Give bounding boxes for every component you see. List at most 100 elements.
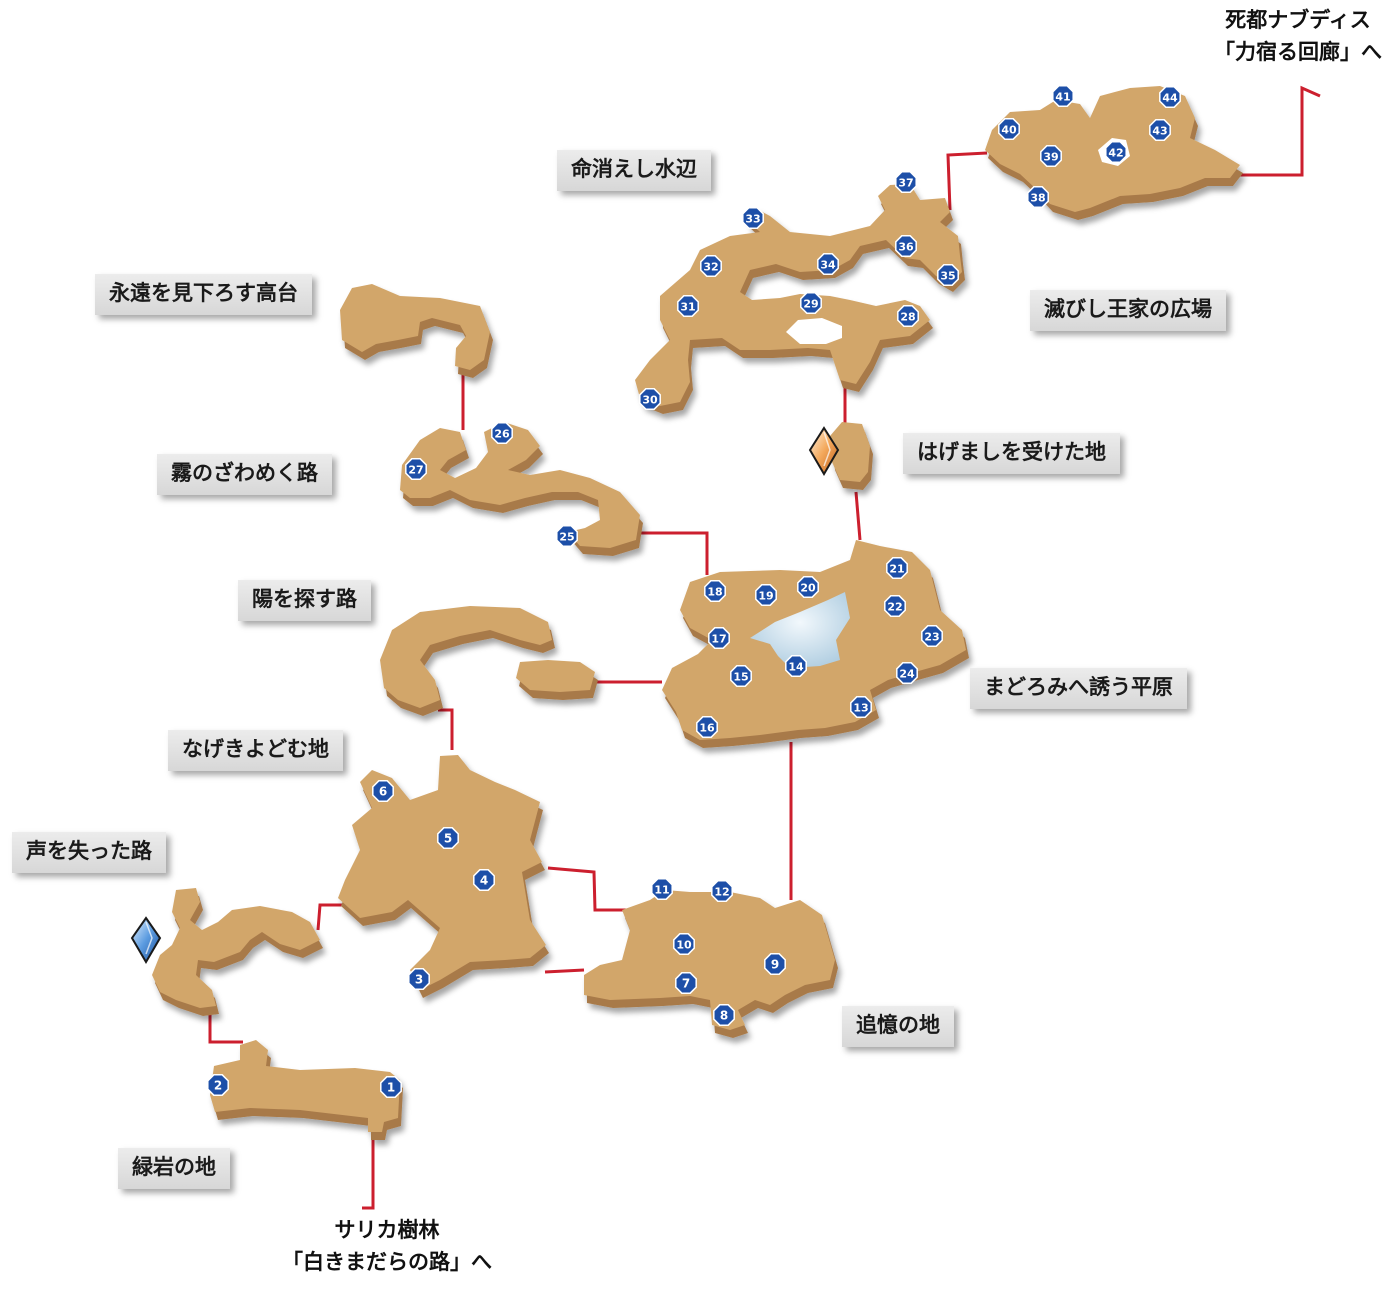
point-marker-44[interactable]: 44	[1159, 86, 1181, 108]
marker-number: 30	[642, 394, 658, 407]
marker-badge	[1027, 186, 1049, 208]
point-marker-1[interactable]: 1	[380, 1076, 402, 1098]
point-marker-32[interactable]: 32	[700, 255, 722, 277]
marker-badge	[708, 627, 730, 649]
marker-number: 17	[711, 633, 726, 646]
point-marker-3[interactable]: 3	[408, 968, 430, 990]
point-marker-40[interactable]: 40	[998, 118, 1020, 140]
point-marker-6[interactable]: 6	[372, 780, 394, 802]
route-41-44-to-33-37	[946, 151, 988, 211]
terrain-green-rock	[210, 1040, 403, 1140]
terrain-eternal-highland	[340, 284, 493, 378]
point-marker-17[interactable]: 17	[708, 627, 730, 649]
point-marker-11[interactable]: 11	[651, 878, 673, 900]
point-marker-29[interactable]: 29	[800, 292, 822, 314]
point-marker-2[interactable]: 2	[207, 1074, 229, 1096]
point-marker-39[interactable]: 39	[1040, 145, 1062, 167]
point-marker-16[interactable]: 16	[696, 716, 718, 738]
point-marker-43[interactable]: 43	[1149, 119, 1171, 141]
point-marker-33[interactable]: 33	[742, 207, 764, 229]
marker-badge	[1149, 119, 1171, 141]
marker-number: 26	[494, 428, 510, 441]
marker-badge	[817, 253, 839, 275]
area-label-fog-road: 霧のざわめく路	[157, 454, 332, 495]
marker-badge	[700, 255, 722, 277]
point-marker-12[interactable]: 12	[711, 880, 733, 902]
marker-badge	[372, 780, 394, 802]
marker-number: 23	[924, 631, 939, 644]
point-marker-14[interactable]: 14	[785, 655, 807, 677]
marker-badge	[556, 525, 578, 547]
marker-number: 9	[771, 958, 779, 972]
terrain-voice-lost-road	[152, 888, 323, 1016]
route-voice-to-sorrow	[316, 903, 345, 931]
area-label-encouraged-land: はげましを受けた地	[903, 433, 1120, 474]
marker-badge	[711, 880, 733, 902]
point-marker-38[interactable]: 38	[1027, 186, 1049, 208]
marker-number: 15	[733, 671, 748, 684]
point-marker-36[interactable]: 36	[895, 235, 917, 257]
marker-badge	[998, 118, 1020, 140]
point-marker-23[interactable]: 23	[921, 625, 943, 647]
point-marker-35[interactable]: 35	[937, 264, 959, 286]
point-marker-10[interactable]: 10	[673, 933, 695, 955]
point-marker-28[interactable]: 28	[897, 305, 919, 327]
marker-number: 8	[720, 1009, 728, 1023]
point-marker-13[interactable]: 13	[850, 696, 872, 718]
point-marker-9[interactable]: 9	[764, 953, 786, 975]
marker-number: 20	[800, 582, 816, 595]
exit-northeast-line1: 死都ナブディス	[1225, 8, 1371, 32]
route-lines	[208, 85, 1321, 1210]
point-marker-26[interactable]: 26	[491, 422, 513, 444]
marker-badge	[850, 696, 872, 718]
marker-badge	[1052, 85, 1074, 107]
point-marker-31[interactable]: 31	[677, 295, 699, 317]
save-crystal-blue[interactable]	[130, 916, 162, 964]
marker-number: 16	[699, 722, 715, 735]
marker-badge	[713, 1004, 735, 1026]
point-marker-18[interactable]: 18	[704, 580, 726, 602]
point-marker-37[interactable]: 37	[895, 171, 917, 193]
marker-number: 12	[714, 886, 729, 899]
marker-badge	[673, 933, 695, 955]
point-marker-20[interactable]: 20	[797, 576, 819, 598]
exit-label-south[interactable]: サリカ樹林 「白きまだらの路」へ	[272, 1214, 502, 1278]
point-marker-21[interactable]: 21	[886, 557, 908, 579]
marker-number: 40	[1001, 124, 1017, 137]
marker-number: 32	[703, 261, 718, 274]
point-marker-22[interactable]: 22	[884, 595, 906, 617]
route-voice-to-green	[208, 1012, 243, 1044]
point-marker-24[interactable]: 24	[896, 662, 918, 684]
marker-badge	[895, 171, 917, 193]
marker-badge	[884, 595, 906, 617]
point-marker-41[interactable]: 41	[1052, 85, 1074, 107]
marker-badge	[897, 305, 919, 327]
marker-number: 14	[788, 661, 804, 674]
point-marker-27[interactable]: 27	[405, 458, 427, 480]
point-marker-7[interactable]: 7	[675, 972, 697, 994]
terrain-memory-land	[584, 890, 838, 1038]
marker-badge	[651, 878, 673, 900]
marker-badge	[764, 953, 786, 975]
save-crystal-orange[interactable]	[808, 426, 840, 476]
route-crystal-to-21	[854, 491, 862, 541]
marker-number: 7	[682, 977, 690, 991]
terrain-sorrow-land	[338, 755, 549, 998]
point-marker-34[interactable]: 34	[817, 253, 839, 275]
exit-label-northeast[interactable]: 死都ナブディス 「力宿る回廊」へ	[1200, 4, 1396, 68]
marker-badge	[797, 576, 819, 598]
point-marker-30[interactable]: 30	[639, 388, 661, 410]
marker-badge	[207, 1074, 229, 1096]
point-marker-19[interactable]: 19	[755, 584, 777, 606]
point-marker-5[interactable]: 5	[437, 827, 459, 849]
point-marker-42[interactable]: 42	[1105, 141, 1127, 163]
point-marker-15[interactable]: 15	[730, 665, 752, 687]
marker-number: 31	[680, 301, 695, 314]
point-marker-4[interactable]: 4	[473, 869, 495, 891]
lake	[750, 592, 850, 668]
area-label-eternal-highland: 永遠を見下ろす高台	[95, 274, 312, 315]
marker-number: 4	[480, 874, 488, 888]
marker-number: 33	[745, 213, 760, 226]
point-marker-25[interactable]: 25	[556, 525, 578, 547]
point-marker-8[interactable]: 8	[713, 1004, 735, 1026]
